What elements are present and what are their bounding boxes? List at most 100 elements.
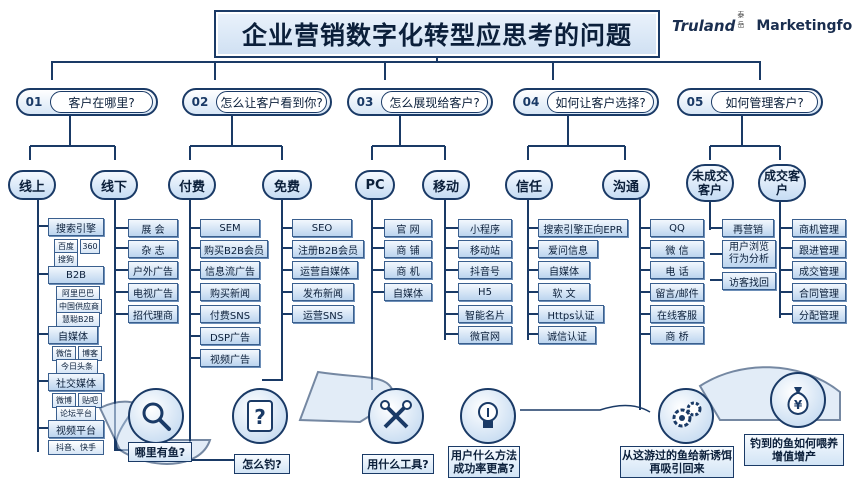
step-question: 怎么让客户看到你?: [216, 91, 327, 113]
offline-item: 招代理商: [128, 305, 178, 323]
communicate-item: 商 桥: [650, 326, 704, 344]
magnifier-icon: [128, 388, 184, 444]
paid-item: SEM: [200, 219, 260, 237]
online-b2b-sub: 慧聪B2B: [56, 312, 100, 327]
category-mobile: 移动: [422, 170, 470, 200]
step-number: 04: [522, 95, 540, 109]
step-question: 怎么展现给客户?: [381, 91, 488, 113]
brand-logo-text: Truland: [672, 17, 736, 35]
step-number: 03: [356, 95, 374, 109]
deal-item: 合同管理: [792, 283, 846, 301]
svg-text:?: ?: [254, 405, 266, 429]
communicate-item: 微 信: [650, 240, 704, 258]
communicate-item: 电 话: [650, 261, 704, 279]
mobile-item: 智能名片: [458, 305, 512, 323]
title-box: 企业营销数字化转型应思考的问题: [214, 10, 660, 58]
tools-icon: [368, 388, 424, 444]
label-recall: 从这游过的鱼给新诱饵再吸引回来: [620, 446, 734, 478]
trust-item: 搜索引擎正向EPR: [538, 219, 628, 237]
category-pc: PC: [355, 170, 395, 200]
page-title: 企业营销数字化转型应思考的问题: [241, 21, 632, 50]
mobile-item: 微官网: [458, 326, 512, 344]
label-what-tool: 用什么工具?: [362, 454, 434, 474]
pc-item: 商 机: [384, 261, 432, 279]
online-self-media-sub: 今日头条: [56, 359, 98, 374]
free-item: SEO: [292, 219, 352, 237]
step-banner-04: 04 如何让客户选择?: [513, 88, 659, 116]
category-offline: 线下: [90, 170, 138, 200]
online-search-sub: 360: [80, 239, 100, 254]
online-b2b: B2B: [48, 266, 104, 284]
logo: Truland 泰岳 Marketingforce: [672, 11, 853, 40]
question-icon: ?: [232, 388, 288, 444]
category-deal: 成交客户: [758, 164, 806, 202]
step-number: 02: [191, 95, 209, 109]
step-banner-03: 03 怎么展现给客户?: [347, 88, 493, 116]
paid-item: 视频广告: [200, 349, 260, 367]
lightbulb-icon: [460, 388, 516, 444]
not-deal-item: 用户浏览行为分析: [722, 240, 776, 268]
step-banner-01: 01 客户在哪里?: [16, 88, 158, 116]
trust-item: 诚信认证: [538, 326, 596, 344]
communicate-item: QQ: [650, 219, 704, 237]
category-online: 线上: [8, 170, 56, 200]
trust-item: 自媒体: [538, 261, 590, 279]
mobile-item: 移动站: [458, 240, 512, 258]
svg-text:¥: ¥: [794, 398, 803, 412]
money-bag-icon: ¥: [770, 372, 826, 428]
step-number: 01: [25, 95, 43, 109]
category-not-deal: 未成交客户: [686, 164, 734, 202]
partner-logo-text: Marketingforce: [756, 18, 853, 34]
paid-item: 购买B2B会员: [200, 240, 268, 258]
trust-item: 软 文: [538, 283, 590, 301]
step-question: 如何管理客户?: [711, 91, 818, 113]
online-self-media: 自媒体: [48, 326, 98, 344]
free-item: 发布新闻: [292, 283, 354, 301]
step-question: 客户在哪里?: [50, 91, 153, 113]
label-how-fish: 怎么钓?: [234, 454, 290, 474]
trust-item: Https认证: [538, 305, 604, 323]
step-banner-05: 05 如何管理客户?: [677, 88, 823, 116]
mobile-item: 抖音号: [458, 261, 512, 279]
deal-item: 跟进管理: [792, 240, 846, 258]
online-social-sub: 微博: [52, 393, 76, 408]
online-social-sub: 论坛平台: [56, 406, 96, 421]
offline-item: 电视广告: [128, 283, 178, 301]
gears-icon: [658, 388, 714, 444]
not-deal-item: 再营销: [722, 219, 774, 237]
online-search-engine: 搜索引擎: [48, 218, 104, 236]
step-banner-02: 02 怎么让客户看到你?: [182, 88, 332, 116]
label-fish-where: 哪里有鱼?: [128, 442, 192, 462]
not-deal-item: 访客找回: [722, 272, 776, 290]
deal-item: 成交管理: [792, 261, 846, 279]
free-item: 注册B2B会员: [292, 240, 364, 258]
category-free: 免费: [262, 170, 312, 200]
paid-item: 购买新闻: [200, 283, 260, 301]
step-question: 如何让客户选择?: [547, 91, 654, 113]
paid-item: 付费SNS: [200, 305, 260, 323]
offline-item: 户外广告: [128, 261, 178, 279]
trust-item: 爱问信息: [538, 240, 598, 258]
communicate-item: 在线客服: [650, 305, 704, 323]
free-item: 运营自媒体: [292, 261, 358, 279]
paid-item: 信息流广告: [200, 261, 260, 279]
pc-item: 自媒体: [384, 283, 432, 301]
mobile-item: 小程序: [458, 219, 512, 237]
category-trust: 信任: [505, 170, 553, 200]
label-feed: 钓到的鱼如何喂养 增值增产: [744, 434, 844, 466]
online-video-platform: 视频平台: [48, 420, 104, 438]
online-search-sub: 搜狗: [54, 252, 78, 267]
pc-item: 官 网: [384, 219, 432, 237]
pc-item: 商 铺: [384, 240, 432, 258]
paid-item: DSP广告: [200, 327, 260, 345]
label-better-rate: 用户什么方法成功率更高?: [448, 446, 520, 478]
mobile-item: H5: [458, 283, 512, 301]
online-video-sub: 抖音、快手: [48, 440, 104, 455]
brand-logo-cn: 泰岳: [737, 11, 745, 29]
communicate-item: 留言/邮件: [650, 283, 704, 301]
deal-item: 分配管理: [792, 305, 846, 323]
offline-item: 展 会: [128, 219, 178, 237]
free-item: 运营SNS: [292, 305, 354, 323]
offline-item: 杂 志: [128, 240, 178, 258]
category-paid: 付费: [168, 170, 216, 200]
